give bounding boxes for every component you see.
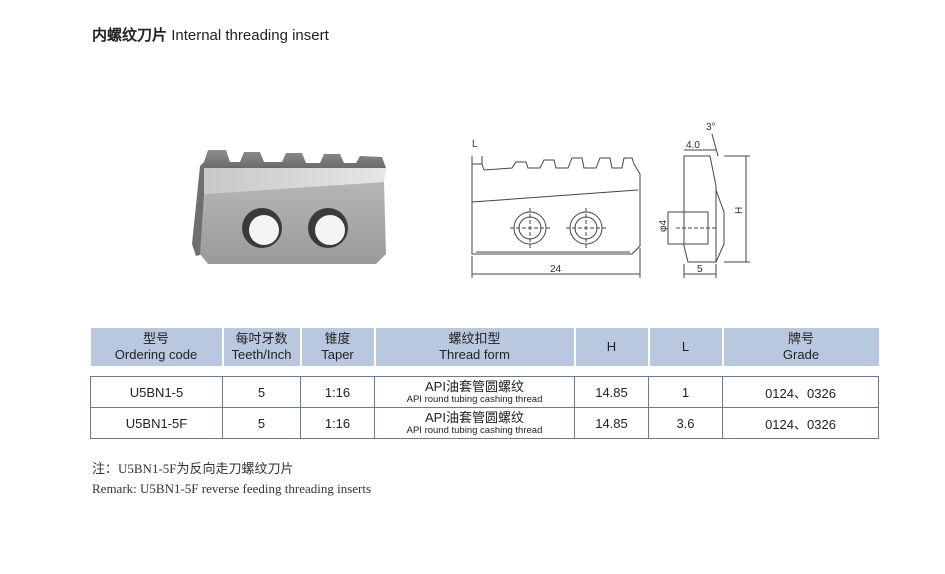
table-header-row: 型号 Ordering code 每吋牙数 Teeth/Inch 锥度 Tape… [90, 328, 879, 366]
dim-24-label: 24 [550, 264, 562, 275]
cell-code: U5BN1-5F [90, 407, 223, 439]
cell-taper: 1:16 [300, 376, 375, 408]
insert-drawing: L 24 φ4 3° 4.0 H 5 [471, 122, 750, 278]
cell-h: 14.85 [574, 407, 649, 439]
table-row: U5BN1-5 5 1:16 API油套管圆螺纹 API round tubin… [90, 376, 879, 408]
insert-photo [192, 150, 386, 264]
title-chinese: 内螺纹刀片 [92, 27, 168, 44]
dim-angle-label: 3° [706, 122, 716, 133]
header-l: L [647, 328, 723, 366]
table-row: U5BN1-5F 5 1:16 API油套管圆螺纹 API round tubi… [90, 407, 879, 439]
cell-taper: 1:16 [300, 407, 375, 439]
header-taper: 锥度 Taper [299, 328, 375, 366]
remark-english: Remark: U5BN1-5F reverse feeding threadi… [92, 481, 372, 496]
cell-l: 1 [648, 376, 723, 408]
cell-h: 14.85 [574, 376, 649, 408]
cell-grade: 0124、0326 [722, 407, 879, 439]
remark-note: 注：U5BN1-5F为反向走刀螺纹刀片 Remark: U5BN1-5F rev… [92, 459, 371, 499]
dim-5-label: 5 [697, 264, 703, 275]
dim-h-label: H [734, 207, 745, 214]
header-grade: 牌号 Grade [721, 328, 879, 366]
dim-l-label: L [472, 139, 478, 150]
cell-teeth: 5 [222, 407, 301, 439]
remark-chinese: 注：U5BN1-5F为反向走刀螺纹刀片 [92, 461, 294, 476]
dim-4-0-label: 4.0 [686, 140, 700, 151]
cell-grade: 0124、0326 [722, 376, 879, 408]
header-h: H [573, 328, 649, 366]
title-english: Internal threading insert [171, 27, 329, 44]
cell-thread-form: API油套管圆螺纹 API round tubing cashing threa… [374, 407, 575, 439]
spec-table: 型号 Ordering code 每吋牙数 Teeth/Inch 锥度 Tape… [90, 328, 879, 439]
dim-phi4-label: φ4 [658, 220, 669, 232]
cell-code: U5BN1-5 [90, 376, 223, 408]
header-teeth: 每吋牙数 Teeth/Inch [221, 328, 301, 366]
cell-thread-form: API油套管圆螺纹 API round tubing cashing threa… [374, 376, 575, 408]
header-ordering-code: 型号 Ordering code [90, 328, 223, 366]
cell-l: 3.6 [648, 407, 723, 439]
header-thread-form: 螺纹扣型 Thread form [373, 328, 575, 366]
cell-teeth: 5 [222, 376, 301, 408]
page-title: 内螺纹刀片 Internal threading insert [92, 24, 329, 45]
